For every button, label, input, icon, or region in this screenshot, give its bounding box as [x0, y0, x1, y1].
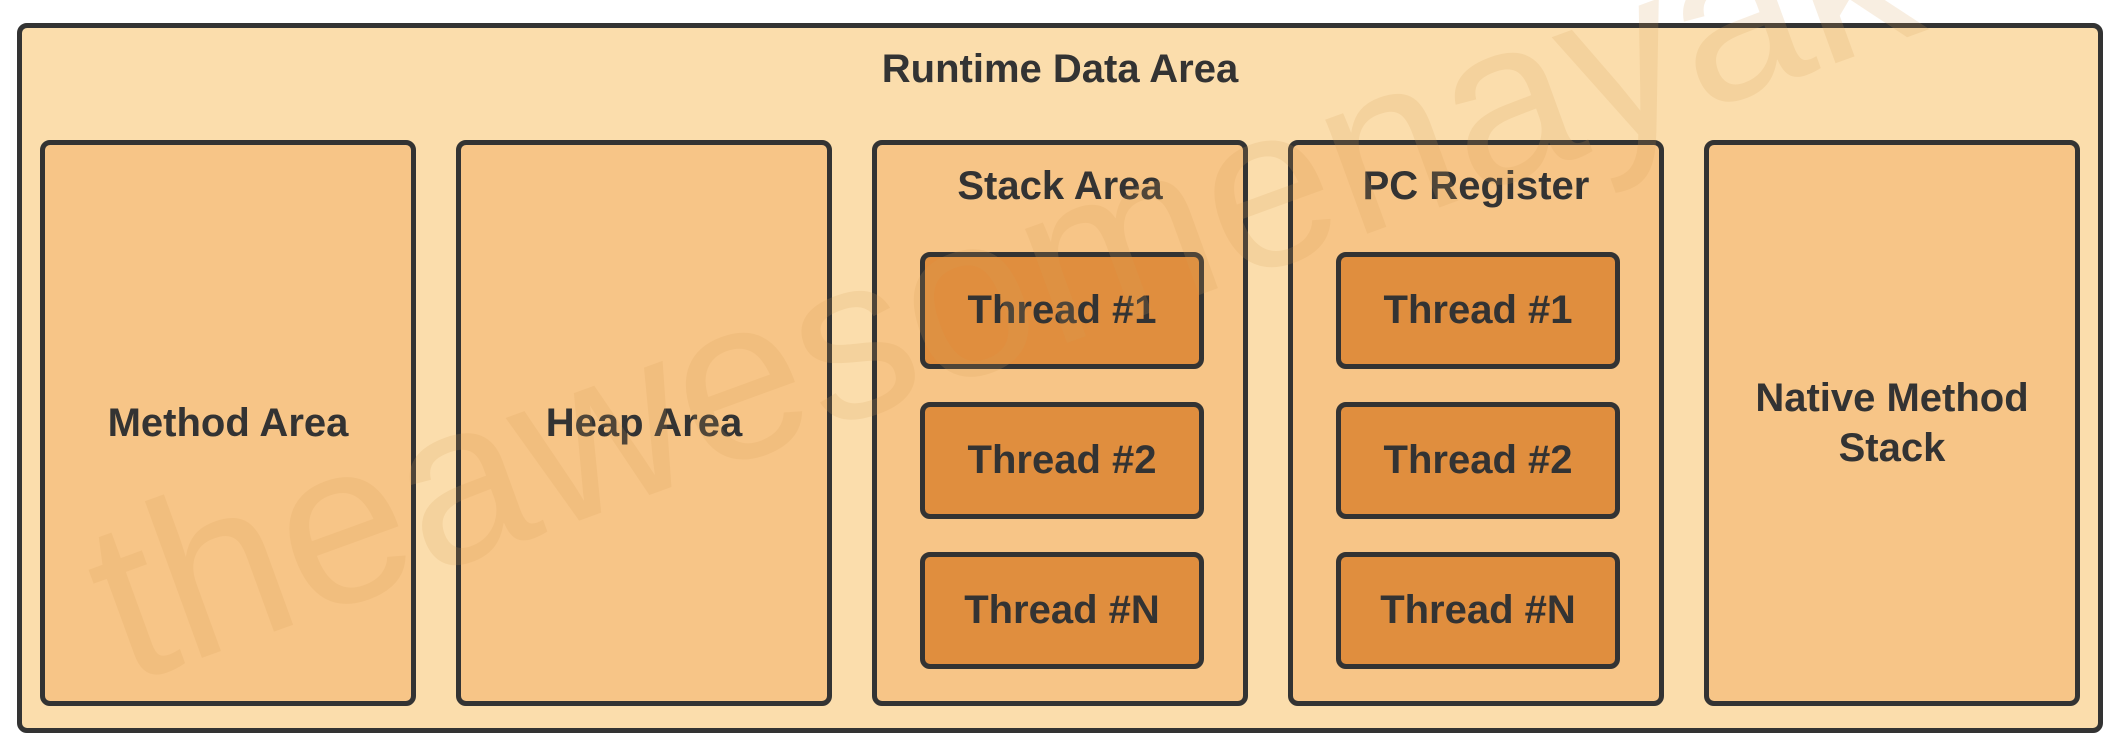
- runtime-data-area-container: Runtime Data Area Method Area Heap Area …: [17, 23, 2103, 733]
- pc-thread-n: Thread #N: [1336, 552, 1620, 669]
- native-method-stack-label-line2: Stack: [1838, 426, 1946, 470]
- method-area-label: Method Area: [107, 401, 349, 445]
- heap-area-label: Heap Area: [545, 401, 743, 445]
- stack-area-label: Stack Area: [957, 164, 1163, 208]
- pc-register-panel: PC Register Thread #1 Thread #2 Thread #…: [1288, 140, 1664, 706]
- stack-thread-1: Thread #1: [920, 252, 1204, 369]
- native-method-stack-panel: Native Method Stack: [1704, 140, 2080, 706]
- method-area-panel: Method Area: [40, 140, 416, 706]
- pc-thread-2: Thread #2: [1336, 402, 1620, 519]
- stack-thread-n: Thread #N: [920, 552, 1204, 669]
- native-method-stack-label: Native Method Stack: [1709, 373, 2075, 473]
- pc-thread-1: Thread #1: [1336, 252, 1620, 369]
- stack-area-panel: Stack Area Thread #1 Thread #2 Thread #N: [872, 140, 1248, 706]
- native-method-stack-label-line1: Native Method: [1755, 376, 2029, 420]
- stack-thread-2: Thread #2: [920, 402, 1204, 519]
- heap-area-panel: Heap Area: [456, 140, 832, 706]
- pc-register-label: PC Register: [1362, 164, 1590, 208]
- runtime-data-area-title: Runtime Data Area: [881, 47, 1239, 91]
